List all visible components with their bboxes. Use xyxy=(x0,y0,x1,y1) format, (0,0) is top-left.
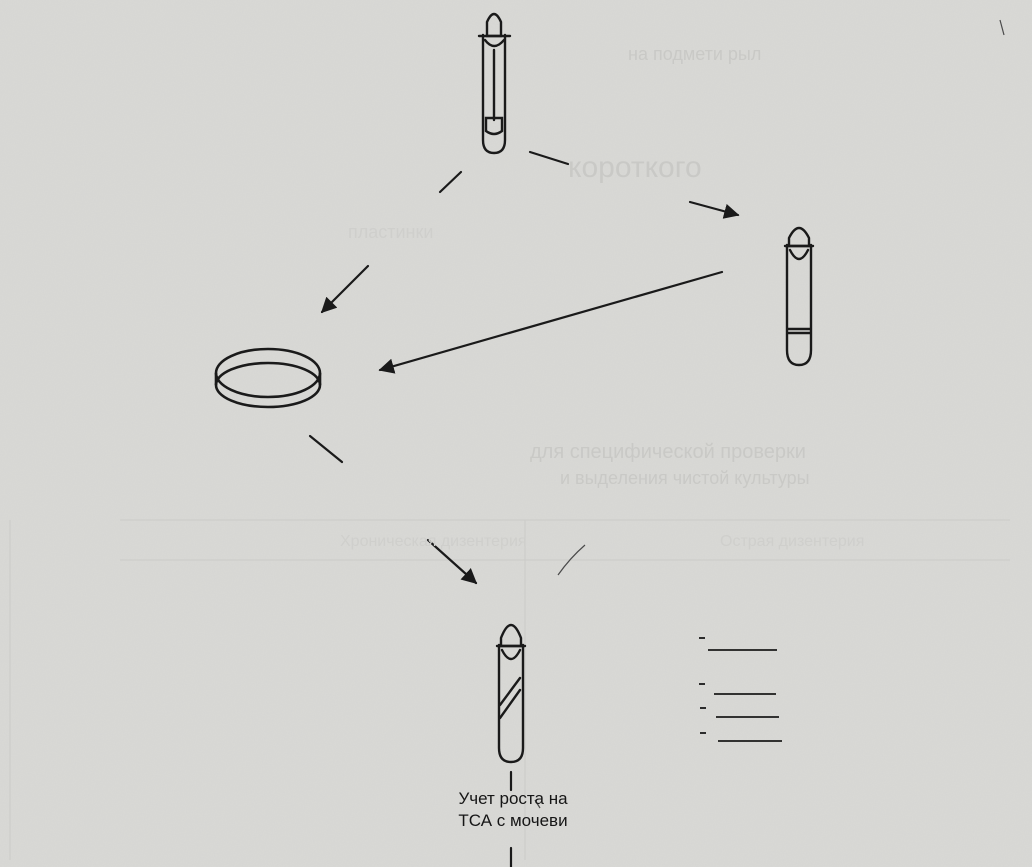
caption-line-1: Учет роста на xyxy=(458,789,568,808)
arrow-dish-to-bottom-segment xyxy=(308,434,344,464)
test-tube-bottom xyxy=(495,623,527,764)
arrow-top-to-dish xyxy=(320,264,370,314)
result-marks xyxy=(699,637,782,742)
petri-dish xyxy=(214,347,322,409)
ghost-text-upper-middle: короткого xyxy=(568,151,702,184)
ghost-text-side-label: пластинки xyxy=(348,222,434,242)
ghost-table xyxy=(9,519,1010,860)
diagram-caption: Учет роста на ТСА с мочеви xyxy=(428,788,598,832)
ghost-heading-line2: и выделения чистой культуры xyxy=(560,468,810,488)
caption-line-2: ТСА с мочеви xyxy=(458,811,568,830)
ghost-text-top-right: на подмети рыл xyxy=(628,44,762,64)
ghost-table-left-header: Острая дизентерия xyxy=(720,533,865,550)
arrow-dish-to-bottom xyxy=(426,538,478,585)
arrow-top-to-right-segment xyxy=(528,150,570,166)
arrow-top-to-dish-segment xyxy=(438,170,463,194)
test-tube-top xyxy=(477,12,512,155)
stray-marks xyxy=(534,19,1005,809)
flow-arrows xyxy=(308,150,740,867)
arrow-right-to-dish xyxy=(378,270,724,374)
ghost-heading-line1: для специфической проверки xyxy=(530,441,806,463)
arrow-top-to-right xyxy=(688,200,740,219)
test-tube-right xyxy=(783,226,815,367)
ghost-table-right-header: Хроническая дизентерия xyxy=(340,533,527,550)
